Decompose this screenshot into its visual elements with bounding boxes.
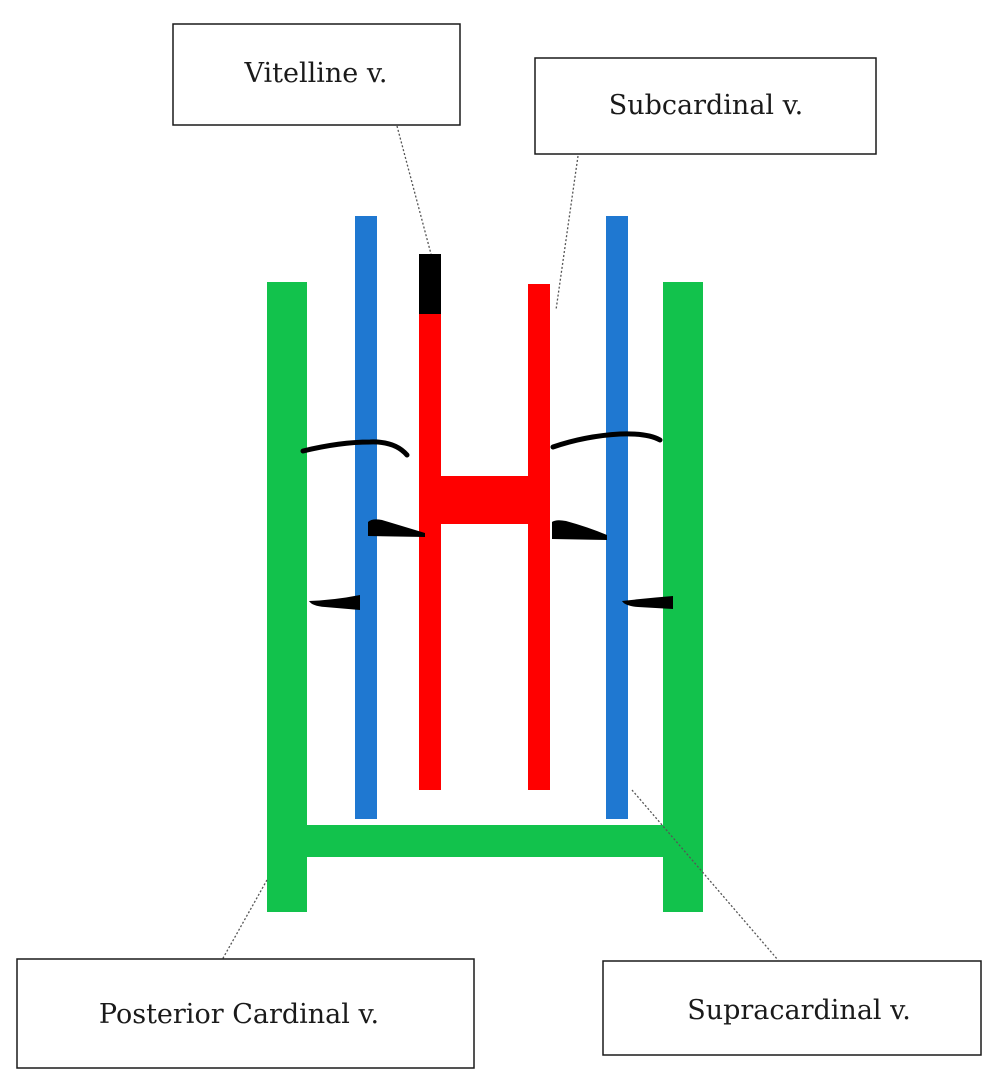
supracardinal-veins [355,216,628,819]
leader-subcardinal [555,155,579,311]
label-box-vitelline: Vitelline v. [172,23,461,126]
posterior-cardinal-anastomosis [307,825,663,857]
label-posterior-cardinal: Posterior Cardinal v. [99,999,379,1030]
stroke-upper-left [300,439,410,458]
connecting-wedges [309,519,673,610]
wedge-low-right [622,596,673,609]
leader-vitelline [396,125,432,255]
label-box-supracardinal: Supracardinal v. [602,960,982,1056]
leader-lines [221,125,779,961]
wedge-mid-right [552,520,607,540]
connecting-strokes [300,431,663,458]
wedge-mid-left [368,519,425,537]
subcardinal-anastomosis [441,476,528,524]
label-box-posterior-cardinal: Posterior Cardinal v. [16,958,475,1069]
vitelline-vein [419,254,441,314]
posterior-cardinal-veins [267,282,703,912]
posterior-cardinal-left [267,282,307,912]
label-subcardinal: Subcardinal v. [609,90,804,121]
label-vitelline: Vitelline v. [244,58,388,89]
subcardinal-left [419,314,441,790]
subcardinal-veins [419,284,550,790]
leader-posterior-cardinal [221,879,268,961]
wedge-low-left [309,595,360,610]
stroke-upper-right [550,431,663,450]
label-box-subcardinal: Subcardinal v. [534,57,877,155]
supracardinal-left [355,216,377,819]
label-supracardinal: Supracardinal v. [687,995,911,1026]
supracardinal-right [606,216,628,819]
leader-supracardinal [631,789,779,961]
subcardinal-right [528,284,550,790]
